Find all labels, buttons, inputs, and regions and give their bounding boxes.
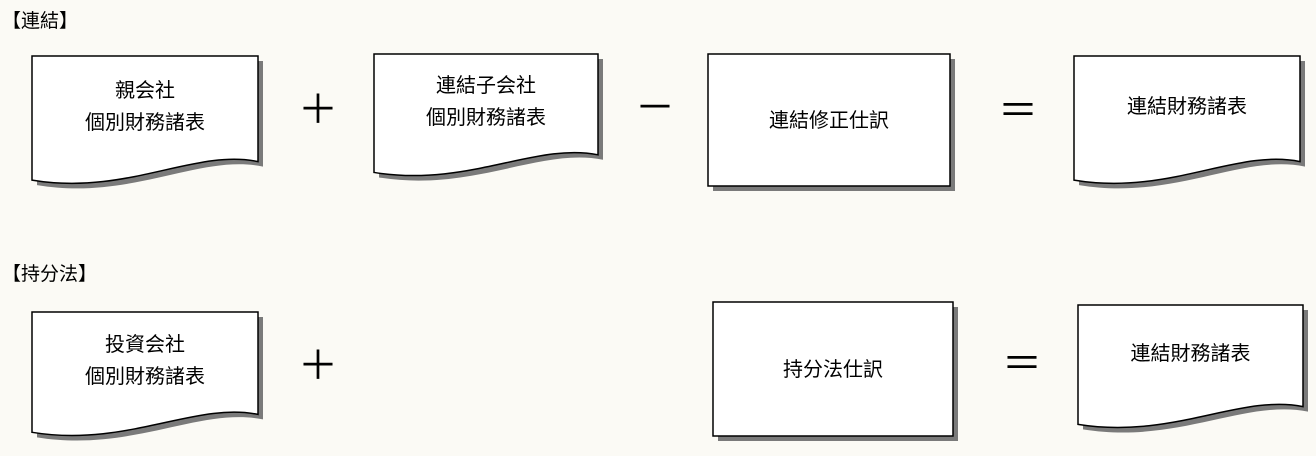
- label-line: 連結財務諸表: [1127, 93, 1247, 118]
- label-lines: 持分法仕訳: [783, 353, 883, 385]
- label-line: 親会社: [115, 77, 175, 102]
- process-label: 持分法仕訳: [713, 302, 953, 436]
- label-line: 連結子会社: [436, 73, 536, 98]
- document-shape: [1077, 304, 1304, 429]
- process-box: [712, 301, 954, 437]
- label-lines: 連結子会社個別財務諸表: [426, 69, 546, 133]
- process-label: 連結修正仕訳: [708, 54, 950, 186]
- label-line: 持分法仕訳: [783, 357, 883, 381]
- label-line: 個別財務諸表: [85, 364, 205, 388]
- label-lines: 連結修正仕訳: [769, 104, 889, 136]
- document-shape: [1073, 55, 1301, 185]
- process-box: [707, 53, 951, 187]
- operator-symbol: ＝: [998, 88, 1038, 134]
- label-line: 個別財務諸表: [85, 109, 205, 134]
- operator-symbol: ＋: [298, 87, 338, 133]
- document-label: 連結子会社個別財務諸表: [374, 54, 598, 149]
- document-label: 親会社個別財務諸表: [32, 56, 258, 155]
- label-lines: 連結財務諸表: [1131, 337, 1251, 369]
- label-line: 個別財務諸表: [426, 105, 546, 130]
- label-lines: 連結財務諸表: [1127, 90, 1247, 122]
- section-title-equity-method: 【持分法】: [2, 263, 98, 285]
- section-title-consolidation: 【連結】: [2, 10, 79, 32]
- document-label: 連結財務諸表: [1078, 305, 1303, 400]
- document-shape: [31, 55, 259, 185]
- label-line: 連結財務諸表: [1130, 340, 1251, 365]
- label-lines: 親会社個別財務諸表: [85, 74, 205, 138]
- operator-symbol: ＋: [298, 343, 338, 389]
- operator-symbol: －: [635, 85, 675, 131]
- label-line: 連結修正仕訳: [769, 108, 889, 132]
- document-shape: [373, 53, 599, 177]
- label-line: 投資会社: [105, 332, 185, 356]
- document-label: 連結財務諸表: [1074, 56, 1300, 155]
- document-shape: [31, 311, 259, 437]
- operator-symbol: ＝: [1002, 341, 1042, 387]
- document-label: 投資会社個別財務諸表: [32, 312, 258, 408]
- label-lines: 投資会社個別財務諸表: [85, 328, 205, 392]
